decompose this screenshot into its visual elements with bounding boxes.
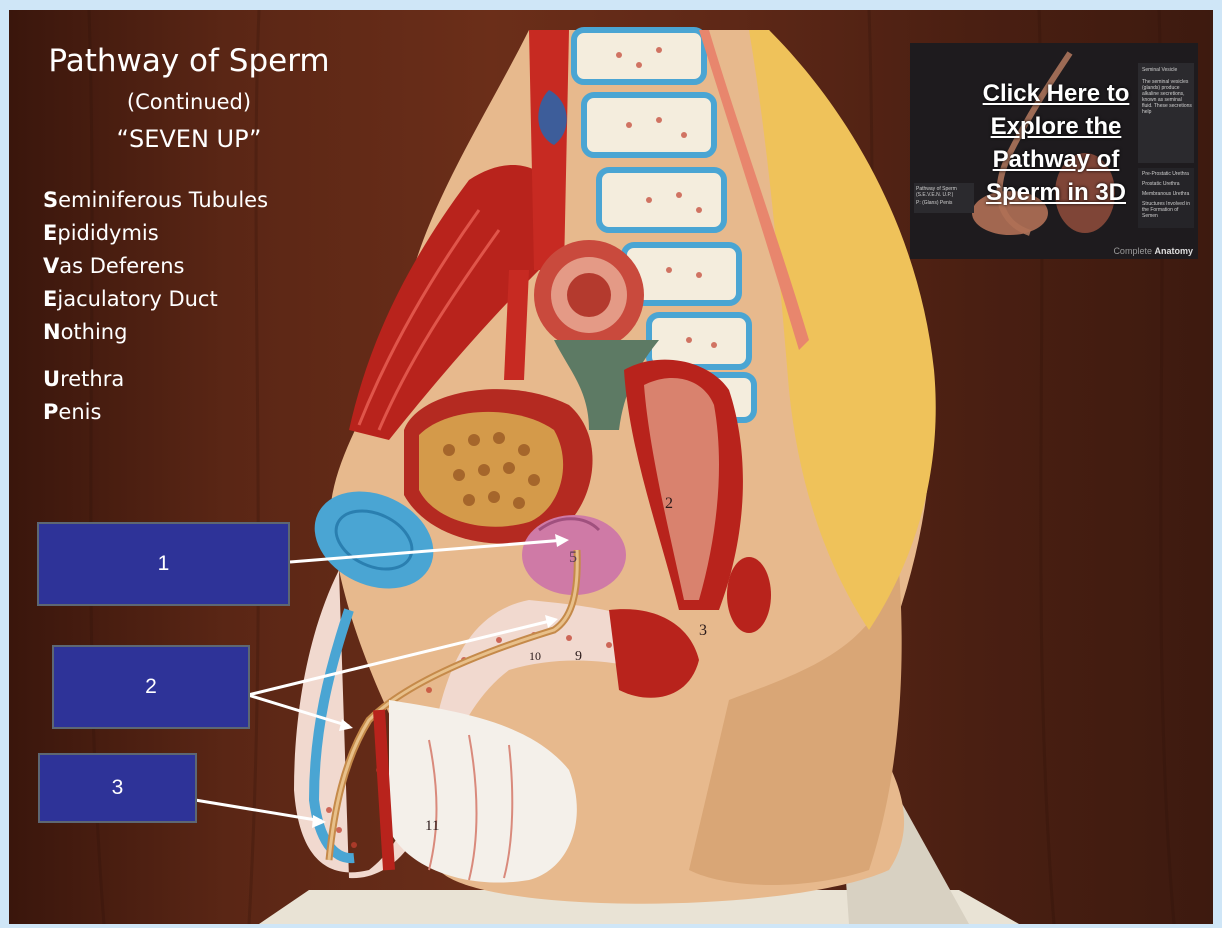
pathway-item: Epididymis — [43, 221, 159, 245]
slide: 5 2 3 9 10 11 Pathway of Sperm (Continue… — [9, 10, 1213, 924]
explore-3d-link-text[interactable]: Click Here to Explore the Pathway of Spe… — [982, 80, 1130, 206]
app-left-item-1: Pathway of Sperm (S.E.V.E.N. U.P.) — [916, 186, 957, 198]
label-box-1[interactable]: 1 — [37, 522, 290, 606]
app-list-item: Structures Involved in the Formation of … — [1142, 201, 1191, 219]
app-list-item: Prostatic Urethra — [1142, 181, 1180, 187]
model-number-5: 5 — [569, 549, 577, 566]
model-number-9: 9 — [575, 649, 582, 664]
model-number-3: 3 — [699, 622, 707, 639]
pathway-item: Nothing — [43, 320, 128, 344]
slide-title: Pathway of Sperm — [48, 43, 330, 79]
pathway-item: Urethra — [43, 367, 125, 391]
app-list-item: Pre-Prostatic Urethra — [1142, 171, 1189, 177]
anatomical-model-photo: 5 2 3 9 10 11 — [87, 10, 1176, 924]
model-number-10: 10 — [529, 649, 541, 663]
model-number-11: 11 — [425, 818, 439, 834]
slide-subtitle: (Continued) — [126, 90, 252, 114]
explore-3d-link[interactable]: Seminal Vesicle The seminal vesicles (gl… — [910, 43, 1198, 259]
pointer-arrows — [194, 538, 566, 823]
pathway-list-continued: Urethra Penis — [43, 363, 124, 429]
label-box-2[interactable]: 2 — [52, 645, 250, 729]
pathway-item: Vas Deferens — [43, 254, 185, 278]
mnemonic-heading: “SEVEN UP” — [116, 125, 262, 153]
app-panel-body: The seminal vesicles (glands) produce al… — [1142, 79, 1192, 115]
pathway-item: Seminiferous Tubules — [43, 188, 269, 212]
pathway-item: Ejaculatory Duct — [43, 287, 218, 311]
app-preview-image — [910, 43, 1198, 259]
label-box-3[interactable]: 3 — [38, 753, 197, 823]
app-list-item: Membranous Urethra — [1142, 191, 1190, 197]
pathway-item: Penis — [43, 400, 102, 424]
complete-anatomy-logo: Complete Anatomy — [1113, 246, 1193, 256]
app-panel-title: Seminal Vesicle — [1142, 67, 1178, 73]
model-number-2: 2 — [665, 495, 673, 512]
app-left-item-2: P: (Glans) Penis — [916, 200, 953, 206]
pathway-list: Seminiferous Tubules Epididymis Vas Defe… — [43, 184, 268, 349]
